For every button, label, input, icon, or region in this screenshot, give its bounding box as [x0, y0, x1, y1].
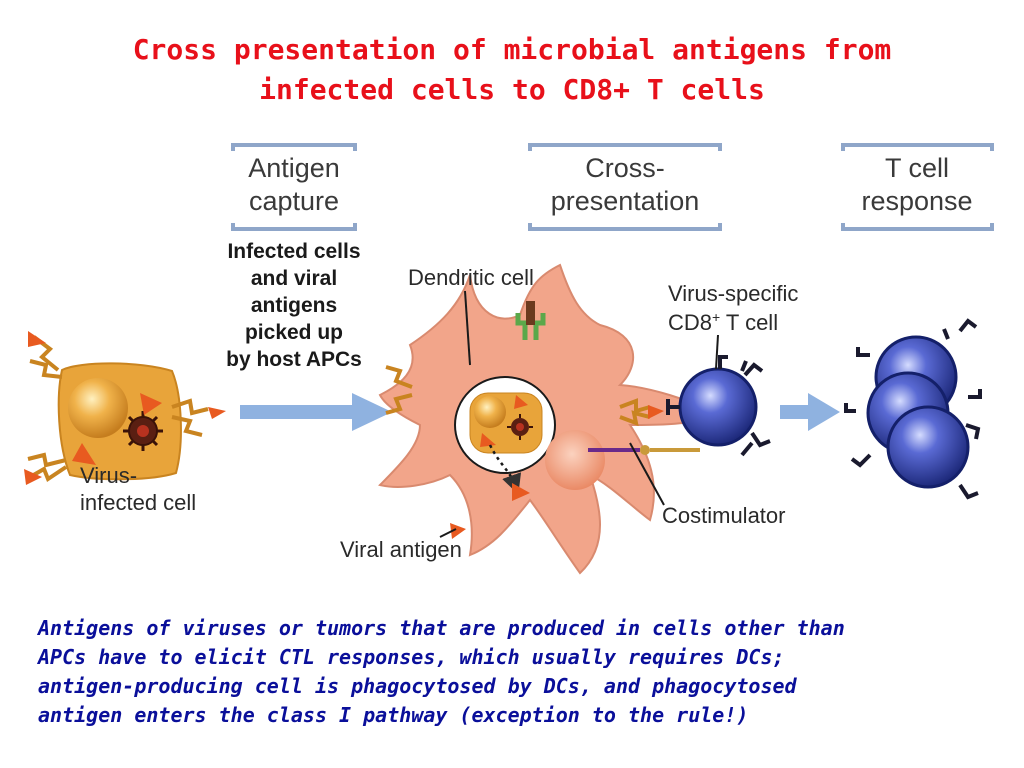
stage-header-capture: Antigen capture — [231, 143, 357, 231]
title-line-1: Cross presentation of microbial antigens… — [132, 33, 892, 66]
virus-specific-label: Virus-specific CD8+ T cell — [668, 281, 798, 370]
mhc-peptide-top — [515, 301, 546, 340]
pickup-line4: picked up — [245, 321, 343, 344]
cd8-t-cell — [666, 355, 771, 457]
stage-response-line2: response — [861, 186, 972, 216]
virus-infected-label: Virus- infected cell — [80, 463, 196, 515]
response-arrow — [780, 393, 840, 431]
t-cell-clone-3 — [886, 405, 970, 489]
stage-header-response: T cell response — [841, 143, 994, 231]
caption-line-3: antigen-producing cell is phagocytosed b… — [38, 674, 797, 698]
viral-antigen-label: Viral antigen — [340, 528, 462, 562]
virus-infected-line2: infected cell — [80, 490, 196, 515]
t-cell-text: T cell — [720, 310, 778, 335]
stage-capture-line1: Antigen — [248, 153, 340, 183]
proliferating-t-cells — [844, 318, 982, 500]
viral-antigen-text: Viral antigen — [340, 537, 462, 562]
caption: Antigens of viruses or tumors that are p… — [38, 614, 998, 730]
dendritic-text: Dendritic cell — [408, 265, 534, 290]
virus-infected-line1: Virus- — [80, 463, 137, 488]
mhc-class-i — [619, 398, 651, 427]
virus-infected-cell — [24, 331, 226, 485]
dendritic-cell — [378, 263, 723, 575]
caption-line-1: Antigens of viruses or tumors that are p… — [38, 616, 845, 640]
stage-cross-line2: presentation — [551, 186, 700, 216]
pickup-line3: antigens — [251, 294, 337, 317]
pickup-label: Infected cells and viral antigens picked… — [226, 240, 362, 371]
page-title: Cross presentation of microbial antigens… — [0, 30, 1024, 110]
cd8-superscript: + — [712, 309, 720, 325]
virus-specific-line1: Virus-specific — [668, 281, 798, 306]
pickup-line5: by host APCs — [226, 348, 362, 371]
capture-arrow — [240, 393, 392, 431]
stage-header-cross: Cross- presentation — [528, 143, 722, 231]
stage-cross-line1: Cross- — [585, 153, 665, 183]
costimulator-label: Costimulator — [629, 442, 785, 528]
cd8-text: CD8 — [668, 310, 712, 335]
engulfed-virus — [507, 414, 533, 440]
title-line-2: infected cells to CD8+ T cells — [259, 73, 765, 106]
stage-capture-line2: capture — [249, 186, 339, 216]
infected-cell-nucleus — [68, 378, 128, 438]
cross-presentation-diagram: Antigen capture Cross- presentation T ce… — [24, 143, 994, 575]
caption-line-4: antigen enters the class I pathway (exce… — [38, 703, 749, 727]
pickup-line1: Infected cells — [227, 240, 360, 263]
svg-text:CD8+ T cell: CD8+ T cell — [668, 309, 778, 335]
stage-response-line1: T cell — [885, 153, 949, 183]
costimulator-text: Costimulator — [662, 503, 785, 528]
dendritic-label: Dendritic cell — [408, 265, 534, 366]
pickup-line2: and viral — [251, 267, 337, 290]
caption-line-2: APCs have to elicit CTL responses, which… — [38, 645, 785, 669]
virus-particle — [123, 411, 163, 451]
